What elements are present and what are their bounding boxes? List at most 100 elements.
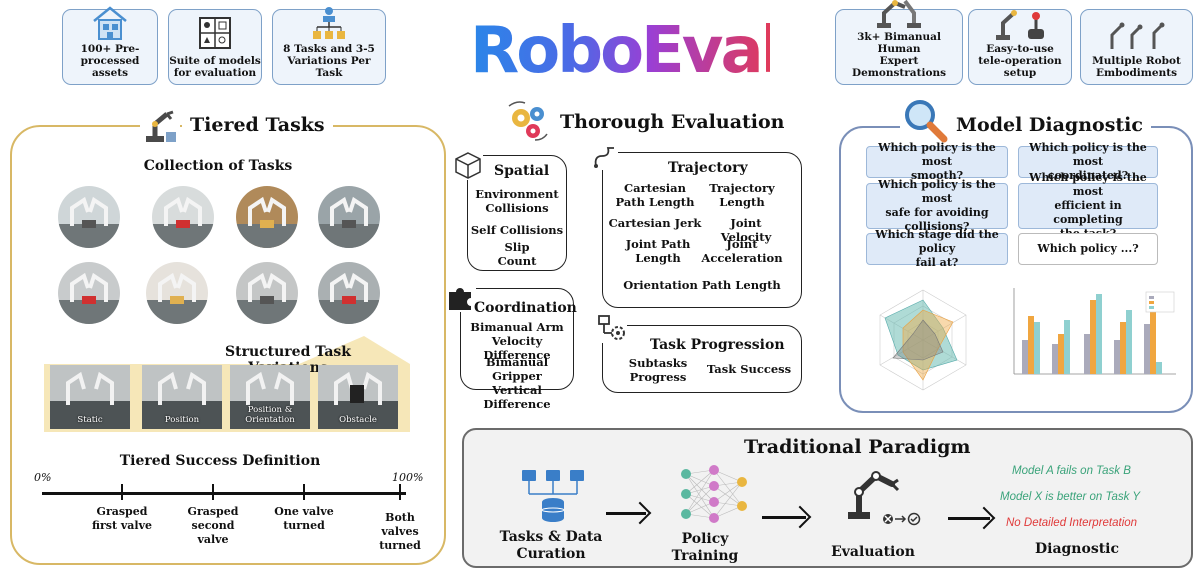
- teleop-icon: [969, 3, 1071, 43]
- spatial-title: Spatial: [494, 163, 550, 179]
- task-progression-title: Task Progression: [650, 337, 785, 353]
- feature-label: 3k+ Bimanual Human Expert Demonstrations: [851, 31, 947, 79]
- radar-chart-thumbnail: [848, 276, 998, 404]
- task-tree-icon: [273, 3, 385, 43]
- outcome-text: Model X is better on Task Y: [1000, 491, 1140, 503]
- magnifier-icon: [900, 97, 950, 143]
- feature-teleop: Easy-to-use tele-operation setup: [968, 9, 1072, 85]
- milestone-label: One valve turned: [274, 505, 334, 532]
- feature-models: Suite of models for evaluation: [168, 9, 262, 85]
- diagnostic-question: Which policy is the most smooth?: [866, 141, 1008, 182]
- variation-label: Obstacle: [339, 415, 377, 425]
- task-thumbnail: [58, 186, 120, 248]
- model-diagnostic-title: Model Diagnostic: [948, 114, 1151, 136]
- milestone-tick: [212, 484, 214, 500]
- scale-end-label: 100%: [392, 471, 424, 484]
- robot-evaluation-icon: [842, 464, 932, 528]
- task-thumbnail: [236, 262, 298, 324]
- trajectory-metric: Cartesian Jerk: [608, 216, 702, 230]
- task-thumbnail: [236, 186, 298, 248]
- trajectory-metric: Joint Path Length: [625, 237, 691, 265]
- thorough-evaluation-title: Thorough Evaluation: [560, 111, 785, 133]
- traditional-paradigm-panel: [462, 428, 1193, 568]
- task-thumbnail: [146, 262, 208, 324]
- trajectory-box: [602, 152, 802, 308]
- trad-step-evaluation: Evaluation: [831, 544, 915, 560]
- cube-icon: [453, 150, 483, 180]
- outcome-text: No Detailed Interpretation: [1006, 517, 1138, 529]
- trajectory-metric: Joint Velocity: [720, 216, 772, 244]
- task-thumbnail: [58, 262, 120, 324]
- puzzle-icon: [446, 284, 476, 312]
- path-icon: [592, 144, 618, 170]
- task-thumbnail: [318, 262, 380, 324]
- arrow-right-icon: [762, 516, 806, 519]
- milestone-label: Both valves turned: [379, 511, 421, 552]
- trad-step-training: Policy Training: [671, 531, 739, 564]
- feature-label: Suite of models for evaluation: [169, 55, 261, 79]
- coordination-metric: Bimanual Gripper Vertical Difference: [483, 355, 551, 411]
- feature-assets: 100+ Pre- processed assets: [62, 6, 158, 85]
- coordination-title: Coordination: [474, 300, 577, 316]
- feature-label: 8 Tasks and 3-5 Variations Per Task: [283, 43, 375, 79]
- bar-chart-thumbnail: [1000, 282, 1182, 400]
- roboeval-logo: RoboEval: [470, 6, 783, 96]
- model-grid-icon: [169, 10, 261, 55]
- variation-image: Obstacle: [318, 365, 398, 429]
- robot-arm-icon: [140, 108, 180, 144]
- outcome-text: Model A fails on Task B: [1012, 465, 1131, 477]
- feature-label: 100+ Pre- processed assets: [80, 43, 140, 79]
- progression-metric: Task Success: [706, 362, 792, 376]
- trad-step-diagnostic: Diagnostic: [1034, 541, 1120, 557]
- variation-image: Position: [142, 365, 222, 429]
- scale-start-label: 0%: [34, 471, 52, 484]
- spatial-metric: Self Collisions: [470, 223, 564, 237]
- feature-label: Easy-to-use tele-operation setup: [978, 43, 1062, 79]
- variation-image: Position & Orientation: [230, 365, 310, 429]
- diagnostic-question: Which stage did the policy fail at?: [866, 228, 1008, 269]
- milestone-tick: [303, 484, 305, 500]
- spatial-metric: Environment Collisions: [475, 187, 559, 215]
- trajectory-metric: Joint Acceleration: [701, 237, 783, 265]
- milestone-tick: [399, 484, 401, 500]
- milestone-label: Grasped second valve: [187, 505, 239, 546]
- robot-arms-icon: [836, 0, 962, 31]
- data-curation-icon: [518, 466, 588, 526]
- neural-network-icon: [676, 462, 752, 528]
- milestone-tick: [121, 484, 123, 500]
- collection-title: Collection of Tasks: [143, 158, 293, 174]
- diagnostic-question: Which policy is the most coordinated?: [1018, 141, 1158, 182]
- diagnostic-question: Which policy is the most safe for avoidi…: [866, 178, 1008, 233]
- trajectory-metric: Cartesian Path Length: [615, 181, 695, 209]
- trajectory-title: Trajectory: [668, 160, 748, 176]
- arrow-right-icon: [948, 517, 990, 520]
- coordination-metric: Bimanual Arm Velocity Difference: [470, 320, 564, 362]
- success-scale-line: [42, 492, 406, 495]
- spatial-metric: Slip Count: [497, 240, 537, 268]
- trajectory-metric: Trajectory Length: [709, 181, 775, 209]
- trajectory-metric: Orientation Path Length: [623, 278, 781, 292]
- house-icon: [63, 3, 157, 43]
- trad-step-curation: Tasks & Data Curation: [499, 529, 603, 562]
- gears-icon: [503, 100, 553, 142]
- traditional-paradigm-title: Traditional Paradigm: [744, 436, 971, 458]
- diagnostic-question: Which policy ...?: [1018, 233, 1158, 265]
- milestone-label: Grasped first valve: [92, 505, 152, 532]
- spatial-box: [467, 155, 567, 271]
- diagnostic-question: Which policy is the most efficient in co…: [1018, 171, 1158, 240]
- feature-label: Multiple Robot Embodiments: [1092, 55, 1181, 79]
- feature-embodiments: Multiple Robot Embodiments: [1080, 9, 1193, 85]
- task-thumbnail: [318, 186, 380, 248]
- success-title: Tiered Success Definition: [119, 453, 321, 469]
- feature-demonstrations: 3k+ Bimanual Human Expert Demonstrations: [835, 0, 963, 85]
- progress-gear-icon: [595, 313, 627, 343]
- task-thumbnail: [152, 186, 214, 248]
- variation-image: Static: [50, 365, 130, 429]
- variation-label: Static: [77, 415, 103, 425]
- variation-label: Position & Orientation: [245, 405, 295, 425]
- tiered-tasks-title: Tiered Tasks: [182, 114, 333, 136]
- task-progression-box: [602, 325, 802, 393]
- progression-metric: Subtasks Progress: [628, 356, 688, 384]
- robots-icon: [1081, 10, 1192, 55]
- feature-tasks: 8 Tasks and 3-5 Variations Per Task: [272, 7, 386, 85]
